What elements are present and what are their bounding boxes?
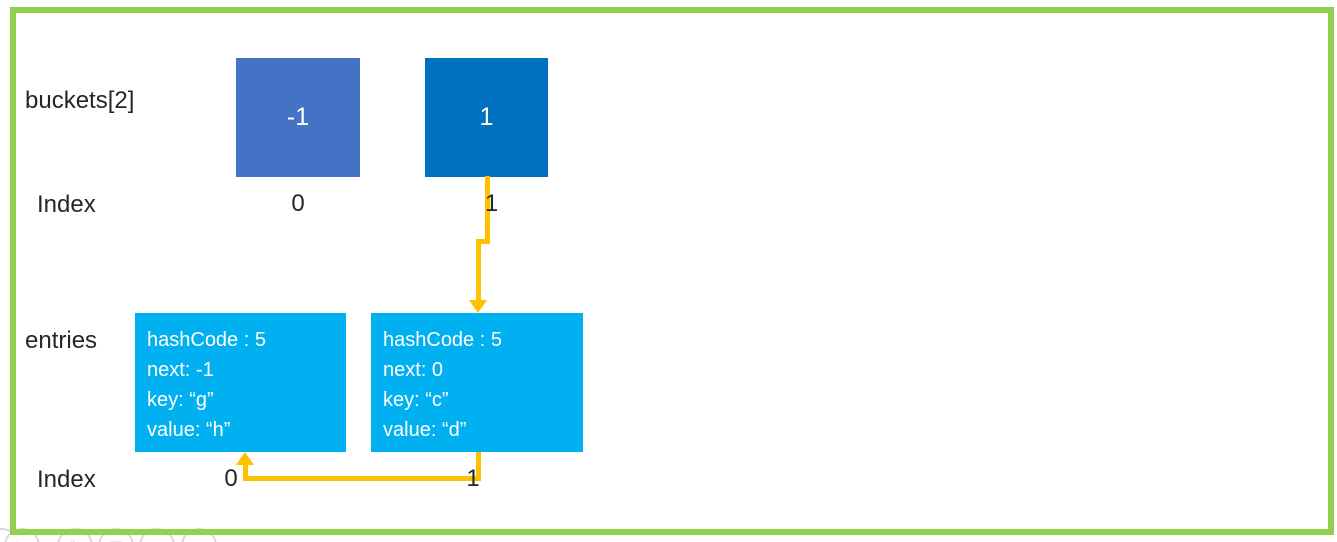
entries-index-label: Index — [37, 466, 96, 493]
buckets-index-label: Index — [37, 191, 96, 218]
entry-1-value: value: “d” — [383, 419, 467, 441]
arrow-bucket1-to-entry1-segment2 — [476, 239, 481, 303]
bucket-index-0: 0 — [291, 190, 305, 217]
entry-0-hashcode: hashCode : 5 — [147, 329, 266, 351]
entry-1-hashcode: hashCode : 5 — [383, 329, 502, 351]
arrow-entry1-next-horizontal-segment — [243, 476, 481, 481]
diagram-border-frame — [10, 7, 1334, 535]
bucket-1-value: 1 — [479, 103, 494, 131]
bucket-0-value: -1 — [286, 103, 310, 131]
watermark-pencil-icon: ✎ — [57, 528, 93, 542]
arrow-entry1-next-down-segment — [476, 452, 481, 481]
entry-0-next: next: -1 — [147, 359, 214, 381]
arrow-bucket1-to-entry1-segment — [485, 176, 490, 242]
entry-1-key: key: “c” — [383, 389, 449, 411]
entry-cell-1: hashCode : 5 next: 0 key: “c” value: “d” — [371, 313, 583, 452]
arrow-down-head-icon — [469, 300, 487, 313]
arrow-up-head-icon — [236, 452, 254, 465]
entry-cell-0: hashCode : 5 next: -1 key: “g” value: “h… — [135, 313, 346, 452]
entries-array-label: entries — [25, 327, 98, 354]
entry-1-next: next: 0 — [383, 359, 444, 381]
entry-0-value: value: “h” — [147, 419, 231, 441]
bucket-cell-0: -1 — [236, 58, 360, 177]
bucket-cell-1: 1 — [425, 58, 548, 177]
entry-index-0: 0 — [224, 465, 238, 492]
watermark-ellipsis-icon: ⋯ — [181, 528, 217, 542]
arrow-bucket1-to-entry1-jog — [476, 239, 490, 244]
entry-index-1: 1 — [466, 465, 480, 492]
watermark-image-icon: ▣ — [98, 528, 134, 542]
buckets-array-label: buckets[2] — [25, 87, 135, 114]
bucket-index-1: 1 — [484, 190, 499, 217]
arrow-entry1-next-up-segment — [243, 462, 248, 481]
watermark-circle-icon: ○ — [139, 528, 175, 542]
entry-0-key: key: “g” — [147, 389, 214, 411]
